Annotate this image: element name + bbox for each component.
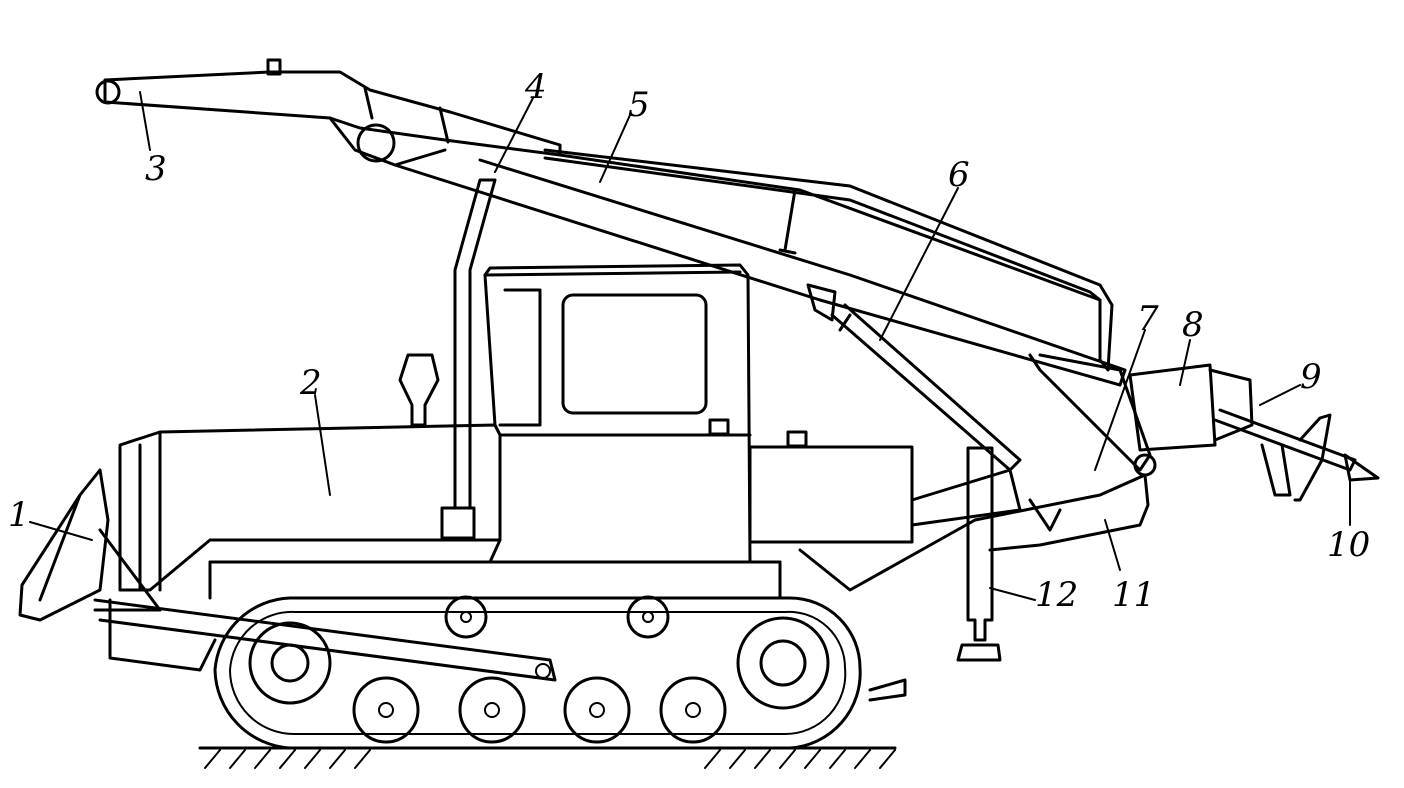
mast-support	[440, 178, 497, 540]
callout-4: 4	[525, 67, 547, 107]
hydraulic-cylinder	[806, 283, 1022, 472]
callout-12: 12	[1035, 575, 1079, 615]
callout-9: 9	[1300, 357, 1322, 397]
callout-6: 6	[948, 155, 970, 195]
road-wheels	[248, 595, 830, 744]
rear-frame-and-jack	[868, 446, 1150, 702]
callout-8: 8	[1182, 305, 1204, 345]
leader-lines	[29, 91, 1351, 601]
callout-7: 7	[1137, 299, 1159, 339]
drill-assembly	[1028, 353, 1380, 502]
callout-11: 11	[1112, 575, 1156, 615]
callout-2: 2	[300, 363, 322, 403]
callout-1: 1	[8, 495, 30, 535]
rear-compartment	[748, 445, 1022, 592]
boom	[95, 58, 1127, 387]
ground	[198, 746, 897, 769]
callout-3: 3	[145, 149, 167, 189]
callout-10: 10	[1327, 525, 1371, 565]
crawler-track	[213, 596, 862, 750]
guide-frame	[543, 148, 1114, 372]
dozer-blade	[18, 468, 557, 682]
cab	[483, 263, 808, 564]
tractor-body	[108, 353, 782, 672]
callout-5: 5	[628, 85, 650, 125]
